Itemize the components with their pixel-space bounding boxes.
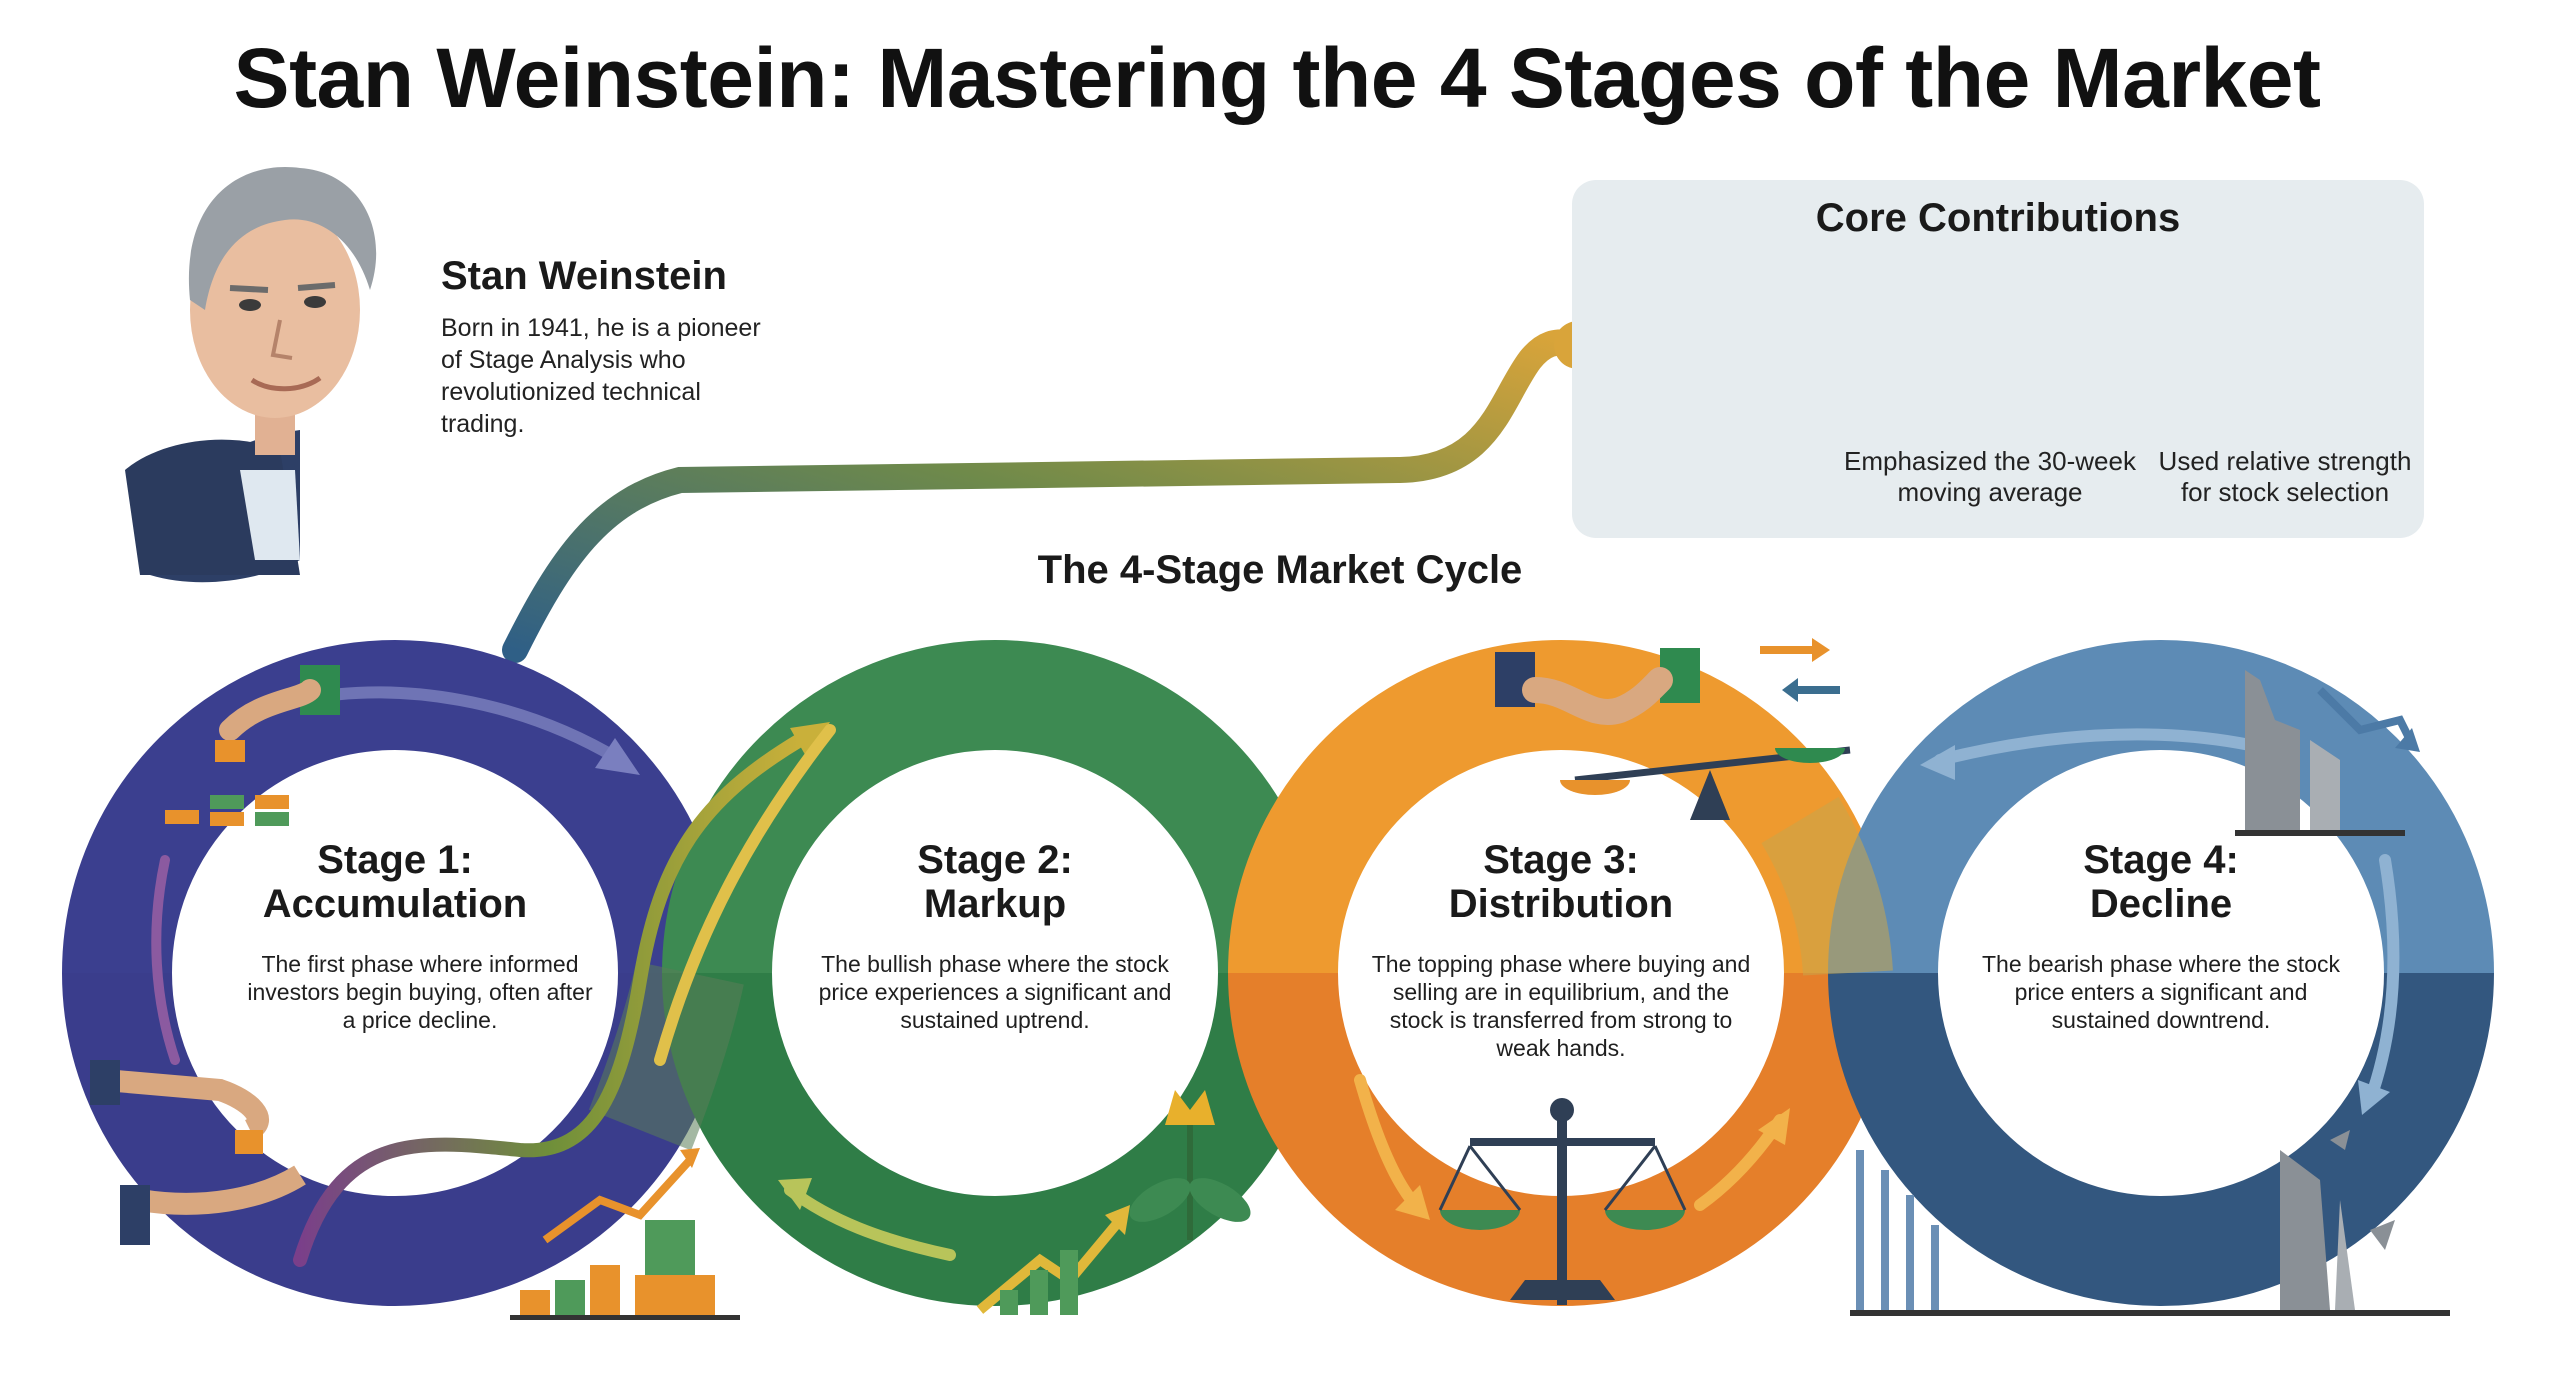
stage4-ring-bottom [1828,972,2494,1306]
crumbling-pillar-icon [1850,670,2450,1316]
portrait-image [125,167,377,583]
handshake-scale-icon [1495,638,1851,820]
stage2-ring-bottom [662,972,1328,1306]
growth-plant-icon [976,1090,1251,1315]
stage1-description: The first phase where informed investors… [247,951,593,1033]
stage-number: Stage 3: [1483,838,1639,882]
stage2-description: The bullish phase where the stock price … [818,951,1172,1033]
stage2-title: Stage 2: Markup [845,838,1145,926]
stage1-title: Stage 1: Accumulation [245,838,545,926]
connector-line [502,329,1588,663]
stage-number: Stage 1: [317,838,473,882]
rising-bars-icon [510,1148,740,1320]
core-contribution-caption: Used relative strength for stock selecti… [2158,446,2412,507]
stage-number: Stage 4: [2083,838,2239,882]
bio-name: Stan Weinstein [441,254,727,298]
core-contributions-panel [1572,180,2424,538]
stage4-description: The bearish phase where the stock price … [1982,951,2340,1033]
cycle-title: The 4-Stage Market Cycle [1037,548,1523,592]
stage3-title: Stage 3: Distribution [1411,838,1711,926]
stage-name: Distribution [1448,882,1674,926]
coin-stacks-icon [165,665,340,826]
page-title: Stan Weinstein: Mastering the 4 Stages o… [233,31,2321,125]
stage-number: Stage 2: [917,838,1073,882]
core-contribution-caption: Emphasized the 30-week moving average [1844,446,2136,507]
stage-name: Decline [2089,882,2233,926]
scale-of-justice-icon [1438,1098,1687,1305]
stage4-title: Stage 4: Decline [2011,838,2311,926]
core-contributions-title: Core Contributions [1815,196,2181,240]
stage4-ring-top [1828,640,2494,974]
bio-text: Born in 1941, he is a pioneer of Stage A… [441,314,761,438]
hands-icon [90,1060,306,1245]
stage1-trend-line [293,733,807,1267]
stage-name: Accumulation [262,882,528,926]
stage-name: Markup [923,882,1067,926]
stage3-description: The topping phase where buying and selli… [1371,951,1751,1061]
stage3-to-stage4-band [1761,796,1893,977]
